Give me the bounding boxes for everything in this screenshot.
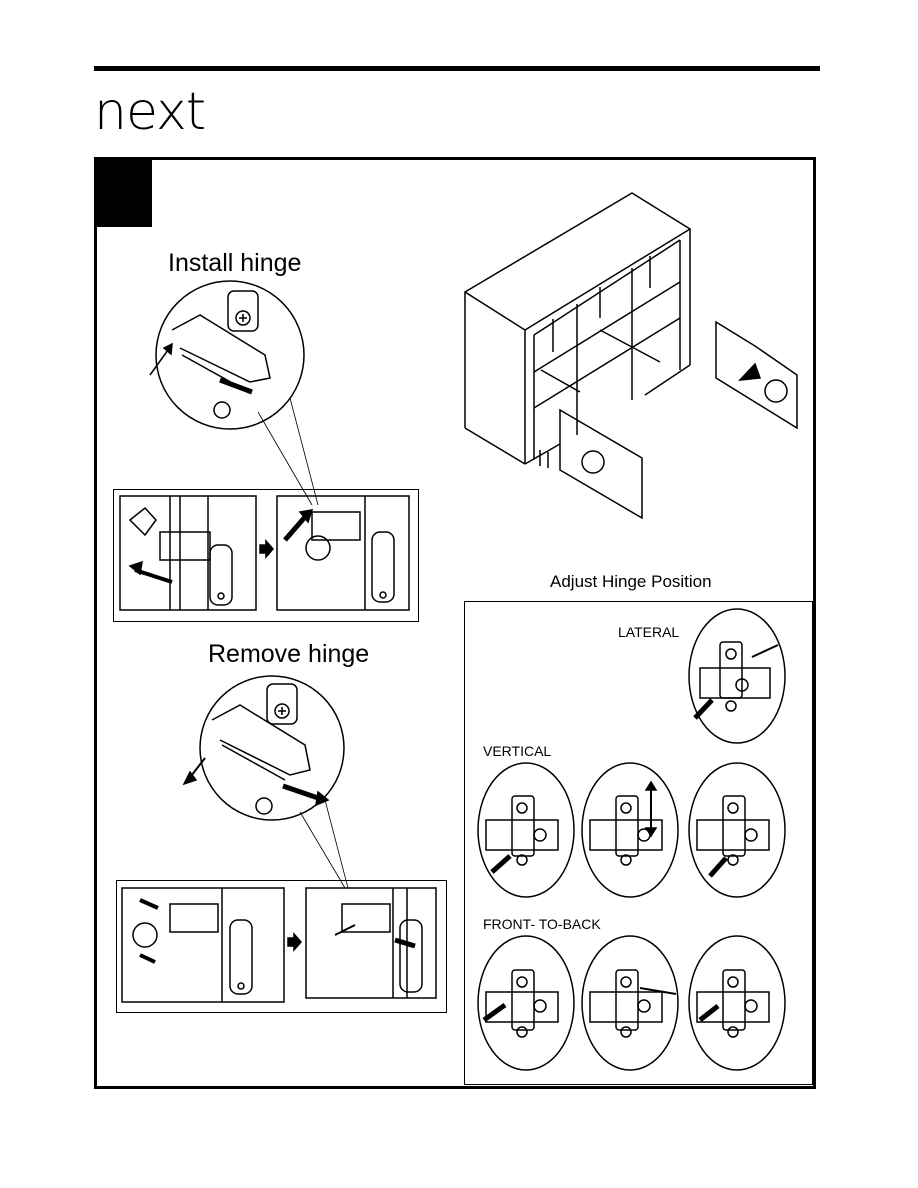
- left-door-illustration: [539, 408, 643, 520]
- adjust-hinge-title: Adjust Hinge Position: [550, 572, 712, 591]
- lateral-adjust-diagram: [688, 608, 786, 744]
- vertical-label: VERTICAL: [483, 743, 552, 759]
- install-steps-frame: [113, 489, 419, 622]
- remove-step-diagrams: [121, 887, 437, 1003]
- remove-hinge-detail: [182, 675, 349, 889]
- vertical-adjust-diagrams: [477, 762, 786, 898]
- remove-steps-frame: [116, 880, 447, 1013]
- install-step-diagrams: [119, 495, 410, 611]
- right-door-illustration: [715, 320, 798, 430]
- install-hinge-title: Install hinge: [168, 249, 302, 277]
- front-to-back-adjust-diagrams: [477, 935, 786, 1071]
- next-logo: next: [94, 82, 206, 142]
- install-hinge-detail: [149, 280, 319, 506]
- adjust-hinge-box: [464, 601, 813, 1085]
- header-rule: [94, 66, 820, 71]
- remove-hinge-title: Remove hinge: [208, 640, 370, 668]
- front-to-back-label: FRONT- TO-BACK: [483, 916, 601, 932]
- cabinet-illustration: [463, 192, 692, 465]
- lateral-label: LATERAL: [618, 624, 680, 640]
- step-number-box: [97, 160, 152, 227]
- instruction-panel: Install hinge Remove hinge Adjust Hinge …: [94, 157, 816, 1089]
